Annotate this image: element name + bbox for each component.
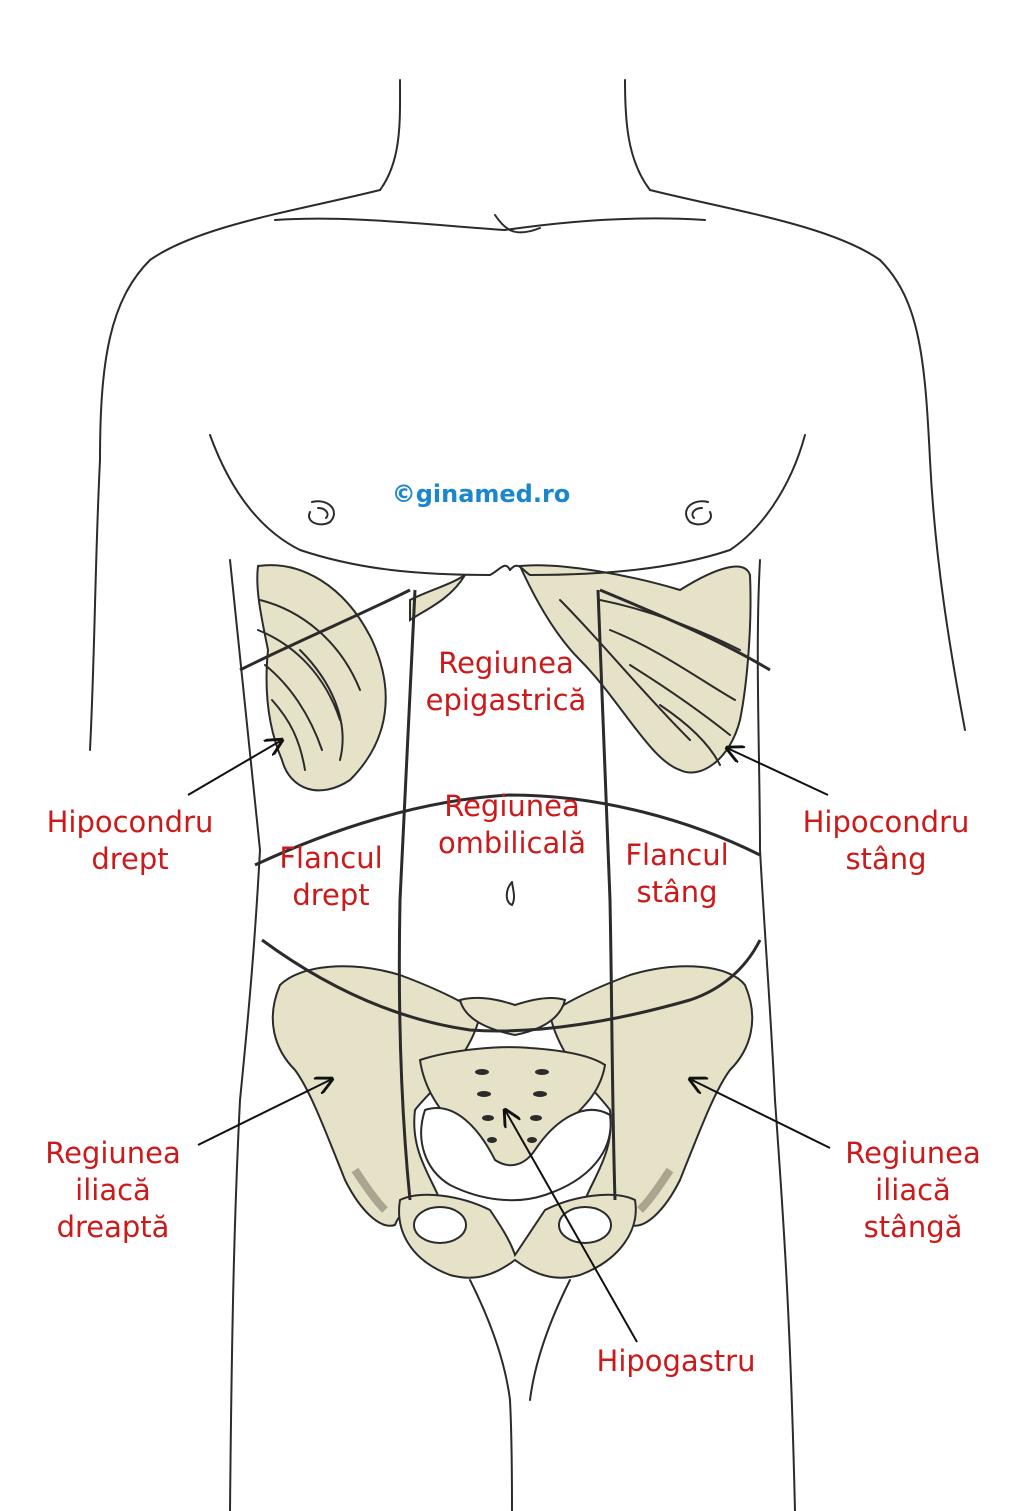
body-outline [89, 79, 966, 1511]
label-umbilical-region: Regiunea ombilicală [437, 789, 587, 860]
left-torso-side [229, 559, 262, 1511]
label-left-hypochondrium: Hipocondru stâng [802, 805, 970, 876]
pelvic-inlet [420, 1107, 612, 1202]
right-ilium [271, 965, 482, 1227]
label-hypogastrium: Hipogastru [596, 1344, 756, 1378]
clavicle-line [274, 217, 706, 232]
sacral-foramina [475, 1069, 549, 1143]
arrow-right-hypochondrium [187, 740, 282, 796]
left-midclavicular-line [596, 589, 617, 1201]
left-ilium [548, 965, 754, 1227]
right-rib-lines [257, 599, 361, 771]
left-obturator-foramen [558, 1206, 612, 1244]
label-right-iliac-region: Regiunea iliacă dreaptă [45, 1136, 181, 1244]
inner-left-leg [469, 1279, 513, 1511]
neck-left [379, 79, 402, 191]
right-obturator-foramen [413, 1206, 467, 1244]
sternum-cartilage [409, 574, 466, 622]
arrow-left-hypochondrium [727, 748, 829, 796]
neck-right [624, 79, 651, 191]
left-pectoral [509, 434, 806, 577]
sternal-notch [494, 214, 541, 234]
iliac-shadow-left [637, 1167, 674, 1213]
arrow-hypogastrium [505, 1110, 638, 1343]
transumbilical-line [254, 793, 761, 867]
label-left-iliac-region: Regiunea iliacă stângă [845, 1136, 981, 1244]
umbilicus [505, 881, 516, 907]
iliac-shadow-right [351, 1167, 388, 1213]
left-nipple [685, 500, 712, 526]
label-left-flank: Flancul stâng [625, 838, 729, 909]
subcostal-line-right [239, 588, 411, 672]
arrow-left-iliac [690, 1079, 831, 1149]
label-right-hypochondrium: Hipocondru drept [46, 805, 214, 876]
transtubercular-line [261, 938, 762, 1033]
right-shoulder-torso [649, 189, 966, 731]
label-right-flank: Flancul drept [279, 841, 383, 912]
right-rib-bones [256, 564, 387, 792]
arrow-right-iliac [197, 1079, 332, 1146]
label-epigastric-region: Regiunea epigastrică [425, 646, 587, 717]
region-divider-lines [239, 588, 771, 1201]
watermark-text: ©ginamed.ro [391, 480, 571, 508]
inner-right-leg [529, 1279, 571, 1401]
label-arrows [187, 740, 831, 1343]
lumbar-vertebra [458, 996, 567, 1037]
right-torso-side [756, 559, 796, 1511]
pelvis [271, 965, 754, 1279]
subcostal-line-left [599, 588, 771, 672]
right-midclavicular-line [397, 589, 417, 1201]
right-pectoral [209, 434, 511, 577]
left-shoulder-torso [89, 189, 381, 751]
rib-cage [256, 564, 752, 792]
right-nipple [308, 500, 335, 526]
